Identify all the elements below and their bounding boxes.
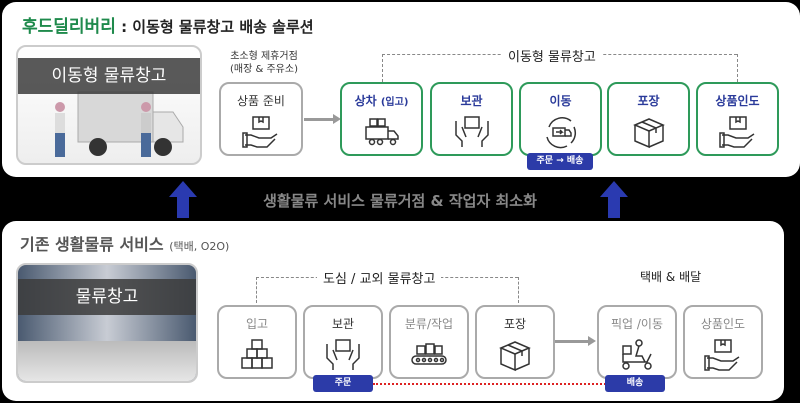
panel-title: 후드딜리버리 : 이동형 물류창고 배송 솔루션	[22, 12, 314, 37]
truck-illustration	[55, 91, 184, 157]
group-label: 이동형 물류창고	[502, 46, 602, 65]
step-label: 보관	[460, 94, 483, 108]
step-label: 입고	[245, 317, 269, 331]
up-arrow-stem	[608, 196, 620, 218]
group-label: 도심 / 교외 물류창고	[317, 268, 442, 287]
step-label: 상차 (입고)	[342, 92, 421, 109]
package-icon	[495, 338, 535, 372]
middle-caption: 생활물류 서비스 물류거점 & 작업자 최소화	[263, 192, 537, 210]
partner-hub-label: 초소형 제휴거점 (매장 & 주유소)	[222, 50, 306, 76]
title-subtitle: : 이동형 물류창고 배송 솔루션	[121, 18, 314, 36]
up-arrow-stem	[177, 196, 189, 218]
order-delivery-badge: 주문 → 배송	[527, 153, 593, 170]
partner-label-line2: (매장 & 주유소)	[230, 64, 298, 75]
step-label: 보관	[331, 317, 355, 331]
scooter-rider-icon	[617, 338, 657, 372]
step-label: 분류/작업	[404, 317, 454, 331]
hand-box-icon	[703, 338, 743, 372]
flow-arrow	[555, 340, 589, 343]
brand-name: 후드딜리버리	[22, 17, 116, 37]
hand-box-icon	[718, 115, 758, 149]
step-packing: 포장	[475, 305, 555, 379]
group-dashed-line-right	[737, 54, 738, 82]
step-storage: 보관	[430, 82, 513, 156]
arrow-head-icon	[333, 114, 341, 124]
step-handover: 상품인도	[696, 82, 779, 156]
step-pickup: 픽업 /이동	[597, 305, 677, 379]
arrow-head-icon	[588, 336, 596, 346]
step-loading: 상차 (입고)	[340, 82, 423, 156]
step-handover: 상품인도	[683, 305, 763, 379]
panel-title: 기존 생활물류 서비스 (택배, O2O)	[20, 231, 229, 255]
group-dashed-line-left	[382, 54, 383, 82]
step-label: 포장	[637, 94, 660, 108]
hands-box-icon	[323, 338, 363, 372]
mobile-warehouse-image: 이동형 물류창고	[16, 45, 202, 165]
title-sub: (택배, O2O)	[169, 240, 230, 253]
step-label: 포장	[503, 317, 527, 331]
step-inbound: 입고	[217, 305, 297, 379]
hands-box-icon	[452, 115, 492, 149]
step-label: 픽업 /이동	[610, 317, 664, 331]
legacy-logistics-panel: 기존 생활물류 서비스 (택배, O2O) 물류창고 도심 / 교외 물류창고 …	[2, 221, 784, 401]
delivery-badge: 배송	[605, 375, 665, 392]
stacked-boxes-icon	[237, 338, 277, 372]
partner-label-line1: 초소형 제휴거점	[230, 51, 298, 62]
step-label: 상품인도	[715, 94, 760, 108]
step-product-prep: 상품 준비	[219, 82, 303, 156]
flow-arrow	[304, 118, 334, 121]
up-arrow-icon	[169, 181, 197, 197]
step-label: 상품 준비	[237, 94, 285, 108]
conveyor-icon	[409, 338, 449, 372]
step-moving: 이동	[519, 82, 602, 156]
group-dashed-line-right	[518, 277, 519, 303]
title-main: 기존 생활물류 서비스	[20, 235, 164, 254]
step-label: 이동	[549, 94, 572, 108]
step-sorting: 분류/작업	[389, 305, 469, 379]
image-label: 물류창고	[18, 279, 196, 315]
step-label-sub: (입고)	[380, 97, 409, 108]
step-label-main: 상차	[354, 94, 377, 108]
step-packing: 포장	[607, 82, 690, 156]
step-label: 상품인도	[700, 317, 746, 331]
image-label: 이동형 물류창고	[18, 58, 200, 94]
hood-delivery-panel: 후드딜리버리 : 이동형 물류창고 배송 솔루션 이동형 물류창고 초소형 제휴…	[2, 2, 800, 177]
step-storage: 보관	[303, 305, 383, 379]
hand-box-icon	[241, 115, 281, 149]
delivery-label: 택배 & 배달	[640, 270, 702, 284]
order-delivery-dotted-line	[373, 383, 606, 385]
warehouse-image: 물류창고	[16, 263, 198, 383]
package-icon	[629, 115, 669, 149]
order-badge: 주문	[313, 375, 373, 392]
truck-cycle-icon	[541, 115, 581, 149]
truck-boxes-icon	[362, 115, 402, 149]
group-dashed-line-left	[256, 277, 257, 303]
up-arrow-icon	[600, 181, 628, 197]
